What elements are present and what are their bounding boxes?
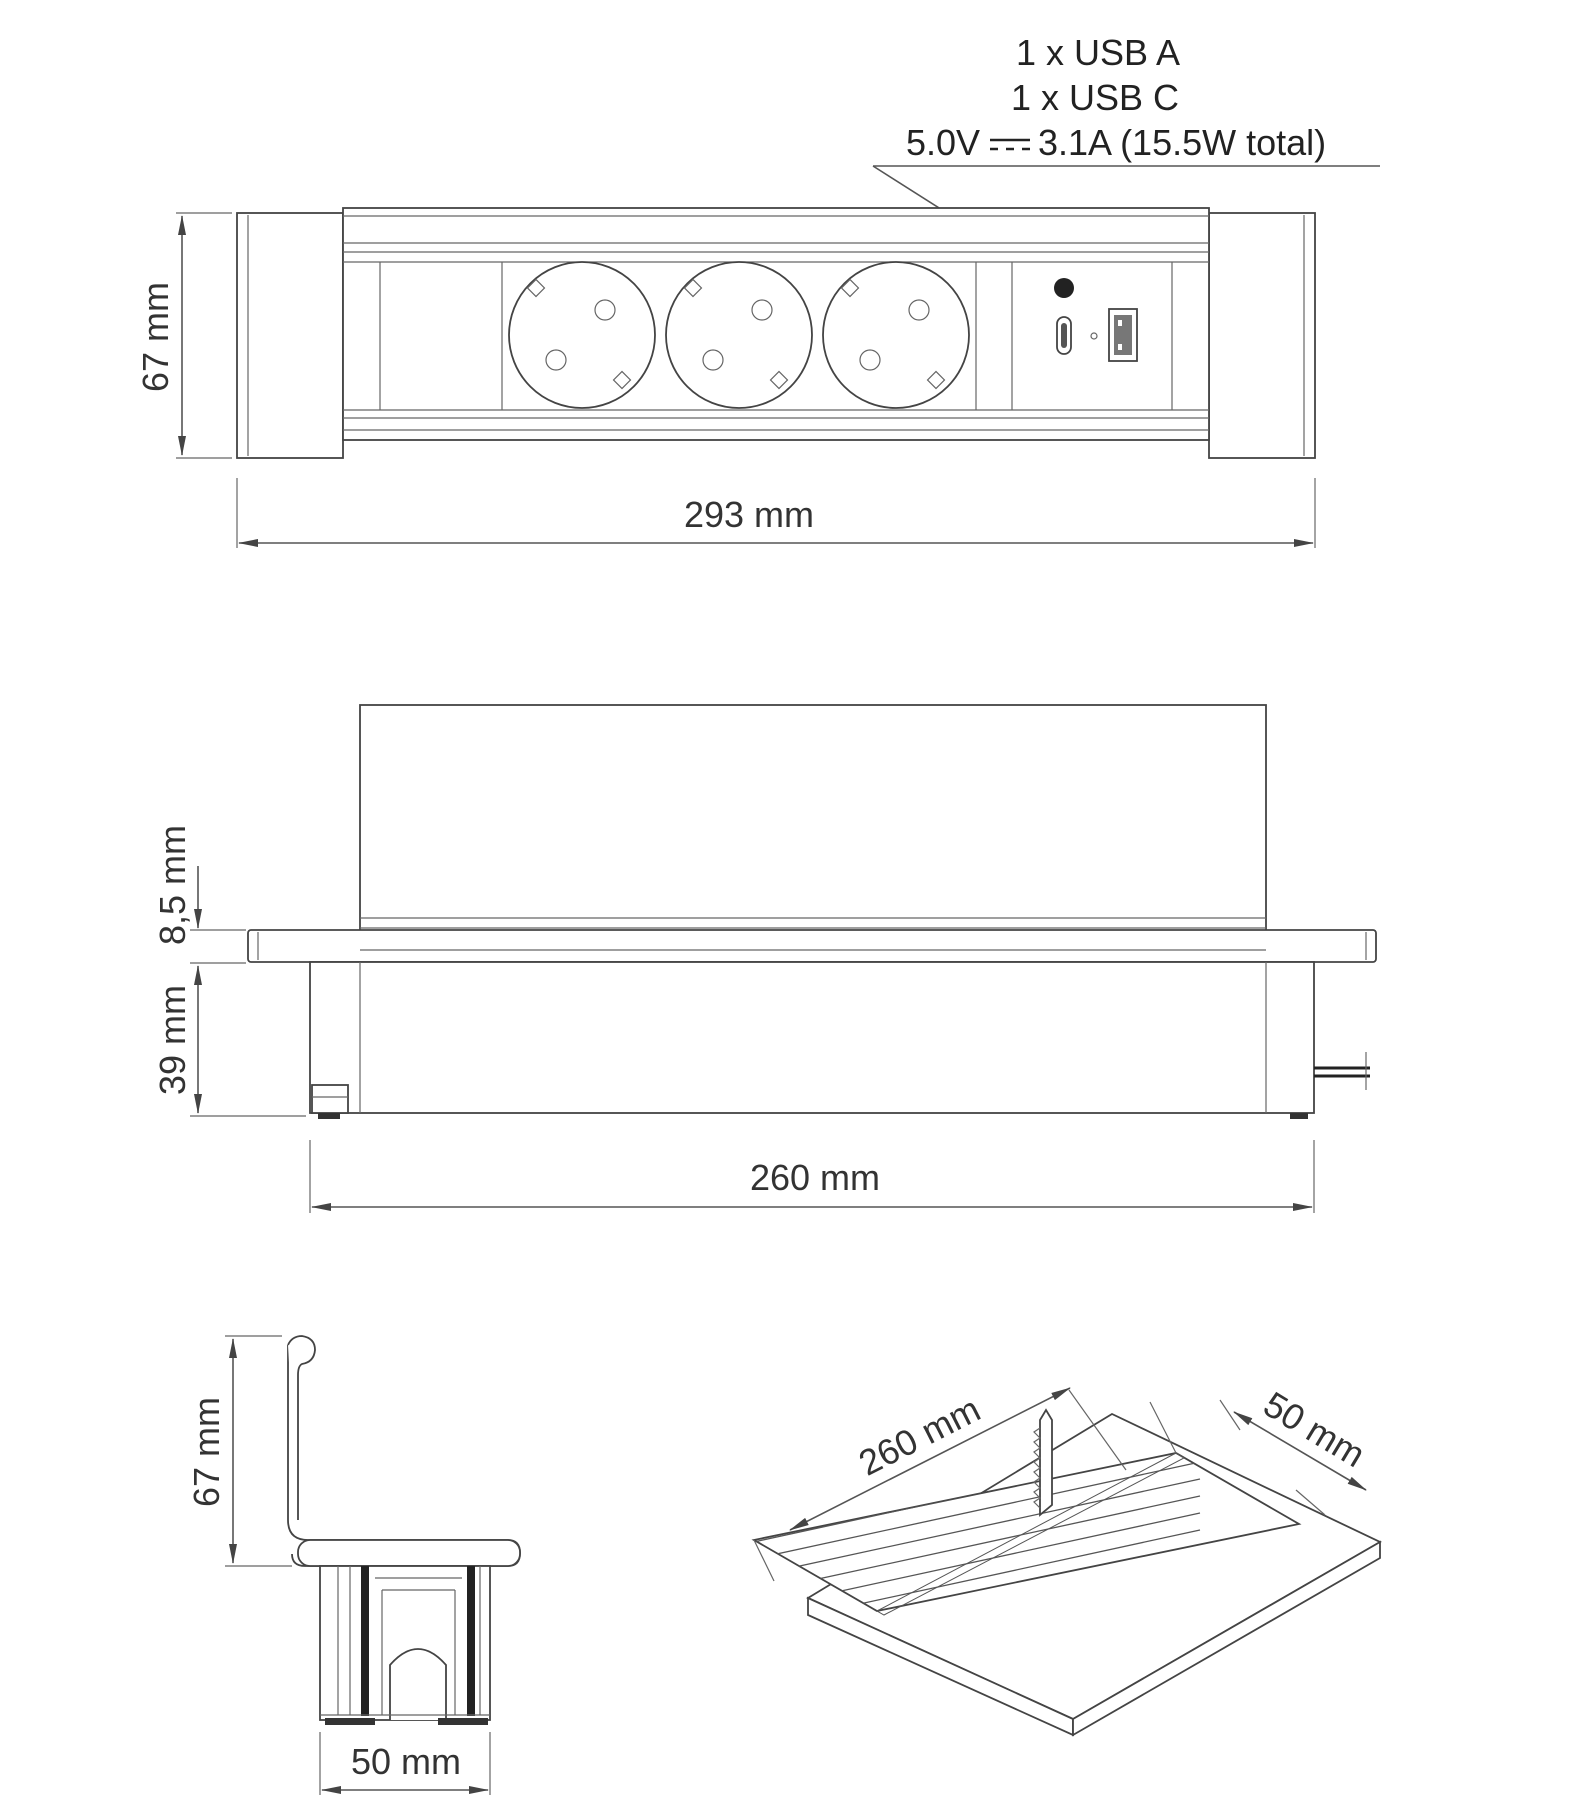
front-width-label: 293 mm xyxy=(684,494,814,535)
right-end-cap xyxy=(1208,212,1316,459)
end-depth-label: 50 mm xyxy=(351,1741,461,1782)
side-length-label: 260 mm xyxy=(750,1157,880,1198)
front-view: 67 mm 293 mm xyxy=(135,207,1316,548)
in-desk-body xyxy=(309,961,1315,1114)
lid-profile xyxy=(287,1345,521,1567)
left-end-cap xyxy=(236,212,344,459)
end-foot-right xyxy=(438,1718,488,1725)
cutout-width-label: 50 mm xyxy=(1257,1383,1372,1475)
spec-voltage: 5.0V xyxy=(906,122,980,163)
dc-symbol-icon xyxy=(990,138,1030,151)
left-foot-pad xyxy=(318,1113,340,1119)
side-view: 8,5 mm 39 mm 260 mm xyxy=(152,704,1377,1213)
lid-handle xyxy=(287,1335,316,1520)
spec-current: 3.1A (15.5W total) xyxy=(1038,122,1326,163)
front-height-label: 67 mm xyxy=(135,282,176,392)
schuko-socket-icon xyxy=(508,261,656,409)
power-cable xyxy=(1314,1052,1370,1090)
raised-lid xyxy=(359,704,1267,961)
cutout-width-dimension xyxy=(1233,1411,1367,1491)
end-height-label: 67 mm xyxy=(186,1397,227,1507)
below-surface-label: 39 mm xyxy=(152,985,193,1095)
desk-side-edge xyxy=(1072,1540,1381,1737)
indicator-dot xyxy=(1090,332,1098,340)
led-indicator-icon xyxy=(1054,278,1074,298)
mounting-flange xyxy=(247,929,1377,963)
left-foot xyxy=(311,1084,349,1114)
schuko-socket-icon xyxy=(665,261,813,409)
spec-usb-c: 1 x USB C xyxy=(1011,77,1179,118)
cutout-length-dimension xyxy=(789,1387,1071,1531)
right-foot-pad xyxy=(1290,1113,1308,1119)
above-surface-label: 8,5 mm xyxy=(152,825,193,945)
usb-a-port-icon xyxy=(1108,308,1138,362)
end-foot-left xyxy=(325,1718,375,1725)
cable-notch xyxy=(389,1648,447,1720)
cutout-length-label: 260 mm xyxy=(852,1388,986,1484)
spec-usb-a: 1 x USB A xyxy=(1016,32,1180,73)
schuko-socket-icon xyxy=(822,261,970,409)
end-view: 67 mm 50 mm xyxy=(186,1335,521,1795)
cutout-view: 260 mm 50 mm xyxy=(751,1383,1382,1737)
